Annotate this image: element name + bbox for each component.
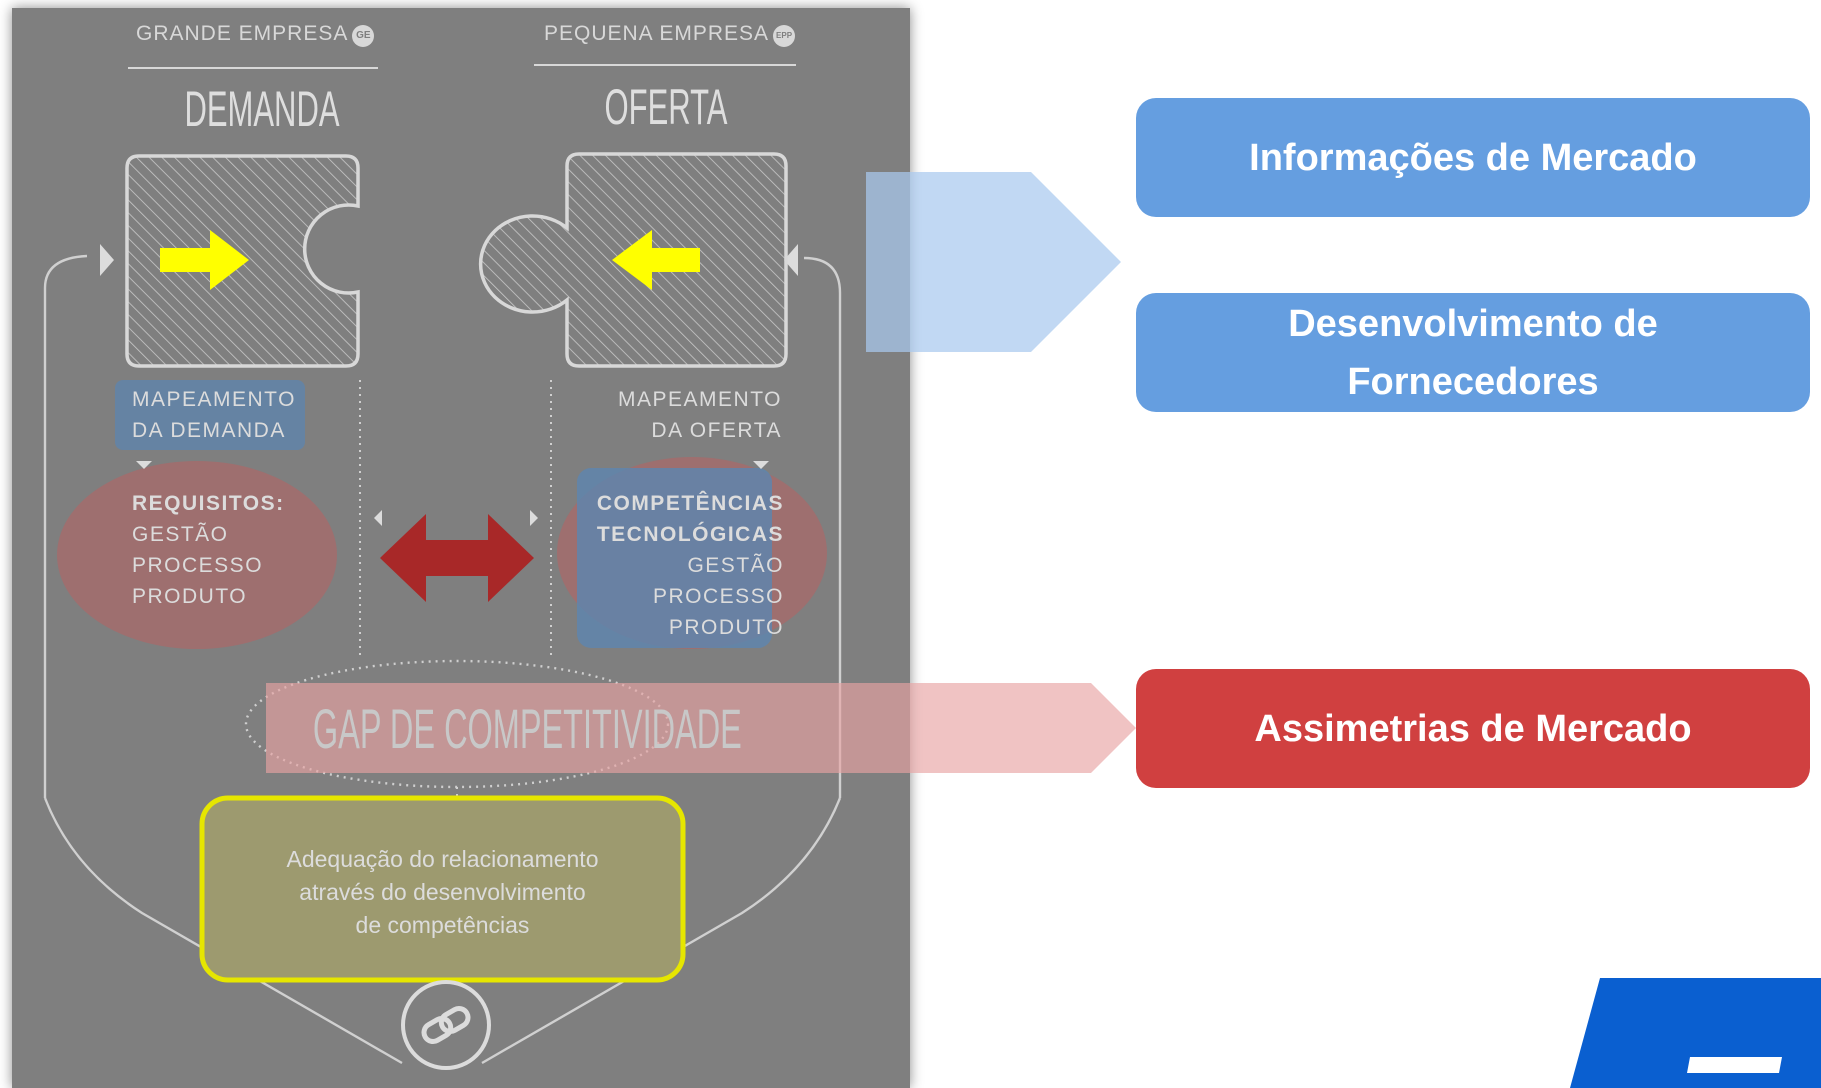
asymmetries-label: Assimetrias de Mercado	[1254, 707, 1692, 750]
demand-mapping-line-1: MAPEAMENTO	[132, 388, 296, 411]
offer-mapping-label: MAPEAMENTO DA OFERTA	[572, 384, 782, 446]
asymmetry-connector-arrow-icon	[266, 683, 1136, 773]
ge-badge-icon: GE	[352, 25, 375, 47]
corner-logo-icon	[1570, 978, 1821, 1088]
right-loop-arrowhead-icon	[784, 244, 798, 276]
requirements-ellipse	[57, 461, 337, 649]
adequacy-line-3: de competências	[355, 912, 530, 938]
competence-item: GESTÃO	[687, 554, 784, 577]
left-divider	[128, 67, 378, 69]
right-header-label: PEQUENA EMPRESA	[544, 22, 770, 45]
yellow-arrow-right-icon	[160, 230, 249, 290]
adequacy-line-2: através do desenvolvimento	[299, 879, 586, 905]
left-loop-line	[43, 254, 88, 798]
link-icon	[421, 1006, 471, 1044]
adequacy-box	[199, 795, 686, 983]
left-header-label: GRANDE EMPRESA	[136, 22, 349, 45]
right-divider	[534, 64, 796, 66]
demand-title: DEMANDA	[184, 81, 340, 137]
offer-mapping-line-2: DA OFERTA	[651, 419, 782, 442]
adequacy-text: Adequação do relacionamento através do d…	[202, 843, 683, 942]
right-loop-line	[803, 256, 842, 798]
yellow-arrow-left-icon	[612, 230, 700, 290]
supplier-dev-line-2: Fornecedores	[1347, 360, 1599, 403]
requirement-item: PROCESSO	[132, 554, 264, 577]
offer-mapping-line-1: MAPEAMENTO	[618, 388, 782, 411]
offer-down-arrow-icon	[753, 461, 769, 469]
demand-down-arrow-icon	[136, 461, 152, 469]
requirements-title: REQUISITOS:	[132, 492, 285, 515]
requirement-item: GESTÃO	[132, 523, 229, 546]
left-bottom-line	[43, 797, 403, 1065]
market-info-label: Informações de Mercado	[1249, 136, 1697, 179]
competence-item: PRODUTO	[668, 616, 784, 639]
epp-badge-icon: EPP	[773, 25, 796, 47]
info-connector-arrow-icon	[866, 172, 1121, 352]
competences-title-line-1: COMPETÊNCIAS	[596, 492, 784, 515]
supplier-dev-line-1: Desenvolvimento de	[1288, 302, 1658, 345]
demand-mapping-highlight	[115, 380, 305, 450]
adequacy-line-1: Adequação do relacionamento	[286, 846, 599, 872]
gap-label-wrap: GAP DE COMPETITIVIDADE	[210, 696, 742, 761]
requirement-item: PRODUTO	[132, 585, 248, 608]
offer-title: OFERTA	[604, 79, 728, 135]
small-left-arrowhead-icon	[374, 510, 382, 526]
competence-item: PROCESSO	[652, 585, 784, 608]
demand-mapping-line-2: DA DEMANDA	[132, 419, 286, 442]
left-loop-arrowhead-icon	[100, 244, 114, 276]
demand-mapping-label: MAPEAMENTO DA DEMANDA	[132, 384, 296, 446]
asymmetries-callout: Assimetrias de Mercado	[1136, 669, 1810, 788]
diagram-graphics	[43, 152, 842, 1070]
small-right-arrowhead-icon	[530, 510, 538, 526]
competences-list: COMPETÊNCIAS TECNOLÓGICAS GESTÃO PROCESS…	[574, 488, 784, 643]
gap-label: GAP DE COMPETITIVIDADE	[312, 697, 742, 760]
market-info-callout: Informações de Mercado	[1136, 98, 1810, 217]
link-circle	[401, 980, 491, 1070]
competences-highlight	[577, 468, 772, 648]
supplier-dev-callout: Desenvolvimento de Fornecedores	[1136, 293, 1810, 412]
right-bottom-line	[481, 797, 842, 1065]
competences-title-line-2: TECNOLÓGICAS	[596, 523, 784, 546]
red-double-arrow-icon	[380, 514, 534, 602]
requirements-list: REQUISITOS: GESTÃO PROCESSO PRODUTO	[132, 488, 285, 612]
